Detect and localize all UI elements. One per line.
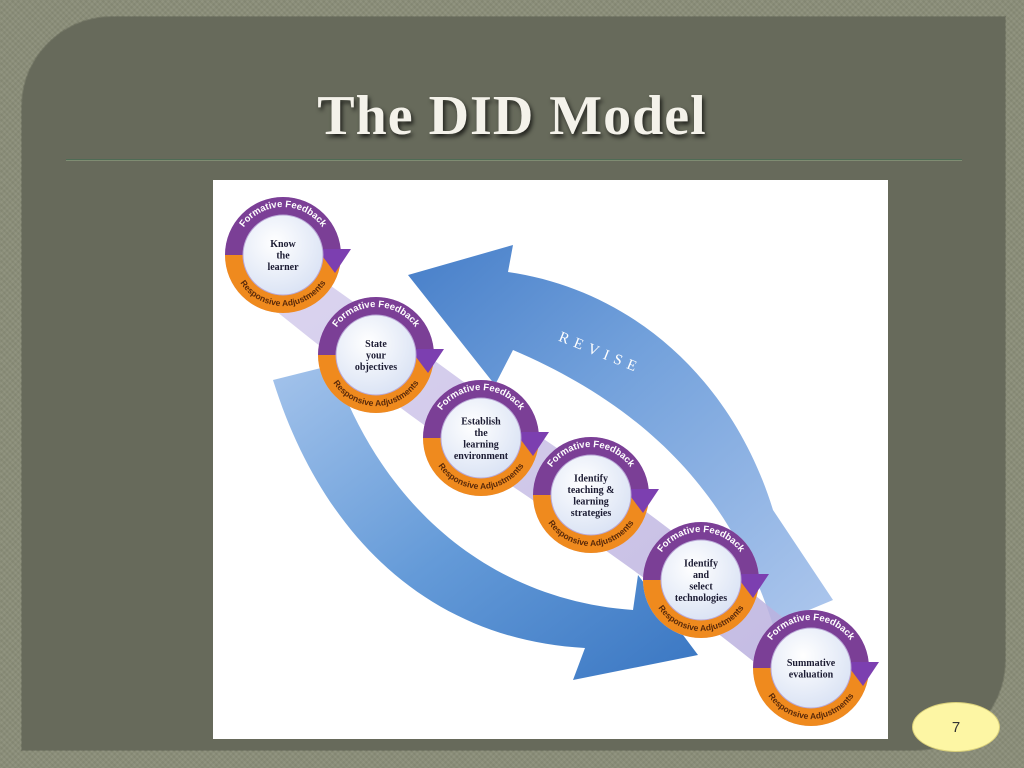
stage-text-line: the [474,428,488,439]
ring-arrow-icon [735,574,769,598]
formative-ring [643,522,759,580]
stage-text-line: the [276,251,290,262]
formative-ring [753,610,869,668]
slide-title: The DID Model [317,85,707,147]
ring-arrow-icon [625,489,659,513]
stage-text-line: Identify [574,473,608,484]
responsive-ring [318,355,434,413]
ring-arrow-icon [845,662,879,686]
stage-text-line: evaluation [789,669,834,680]
stage-text-line: select [689,581,713,592]
stage-text-line: Summative [787,658,836,669]
stage-text-line: environment [454,451,509,462]
responsive-ring [225,255,341,313]
stage-text-line: Identify [684,558,718,569]
stage-text-line: learning [573,496,609,507]
design-arrow [273,365,698,680]
formative-ring [225,197,341,255]
responsive-ring [533,495,649,553]
stage-text-line: strategies [571,508,612,519]
title-divider [66,159,962,161]
ring-arrow-icon [515,432,549,456]
formative-ring [533,437,649,495]
responsive-ring [643,580,759,638]
ring-arrow-icon [317,249,351,273]
page-number: 7 [912,702,1000,752]
stage-text-line: objectives [355,362,397,373]
stage-text-line: State [365,339,387,350]
ring-arrow-icon [410,349,444,373]
did-diagram-svg: REVISE DESIGN Formative FeedbackResponsi… [225,197,879,726]
stage-text-line: your [366,351,387,362]
revise-arrow [408,245,833,625]
stage-text-line: learner [267,262,299,273]
responsive-ring [753,668,869,726]
formative-ring [423,380,539,438]
stage-text-line: Know [270,239,296,250]
stage-text-line: technologies [675,593,727,604]
formative-ring [318,297,434,355]
responsive-ring [423,438,539,496]
stage-text-line: learning [463,439,499,450]
stage-text-line: teaching & [568,485,615,496]
stage-text-line: and [693,570,710,581]
stage-text-line: Establish [461,416,501,427]
